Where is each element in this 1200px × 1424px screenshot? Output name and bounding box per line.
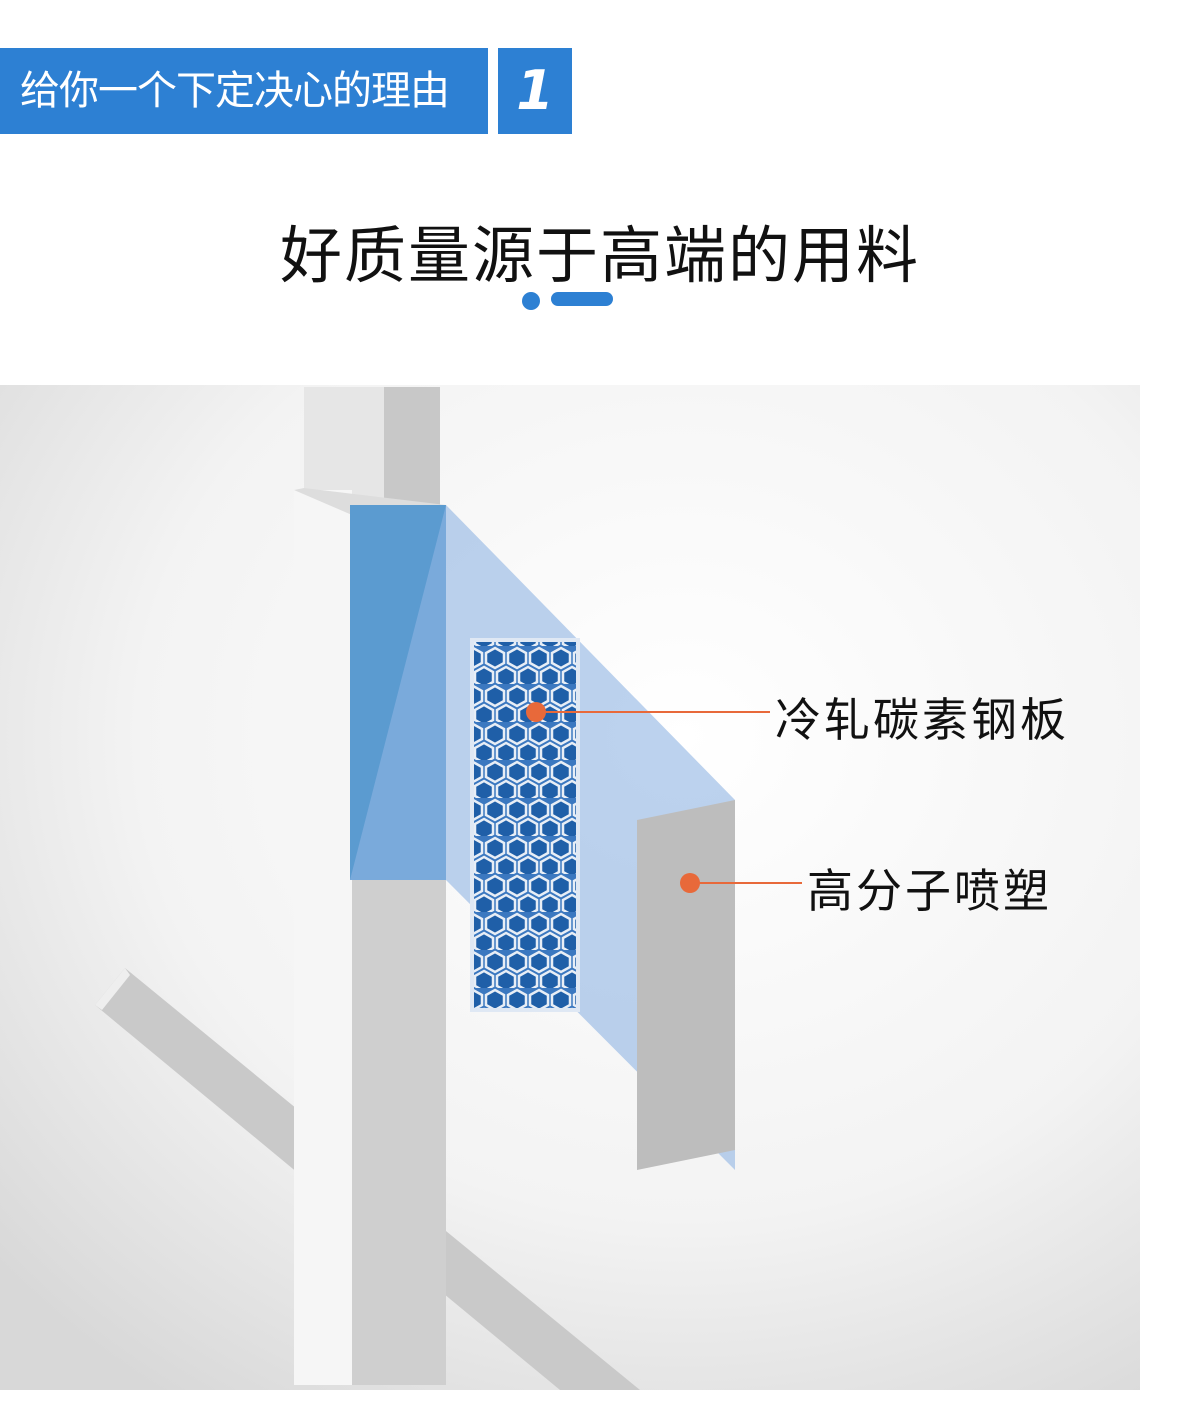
section-number: 1 bbox=[498, 48, 572, 134]
lower-post bbox=[294, 490, 352, 1385]
label-cold-rolled-steel: 冷轧碳素钢板 bbox=[775, 693, 1069, 747]
section-banner: 给你一个下定决心的理由 bbox=[0, 48, 488, 134]
coating-panel bbox=[637, 800, 735, 1170]
decor-dot bbox=[522, 292, 540, 310]
marker-dot bbox=[526, 702, 546, 722]
honeycomb-steel-panel bbox=[470, 638, 580, 1012]
marker-dot bbox=[680, 873, 700, 893]
label-polymer-coating: 高分子喷塑 bbox=[807, 864, 1052, 918]
decor-pill bbox=[551, 292, 613, 306]
page-title: 好质量源于高端的用料 bbox=[279, 219, 920, 292]
